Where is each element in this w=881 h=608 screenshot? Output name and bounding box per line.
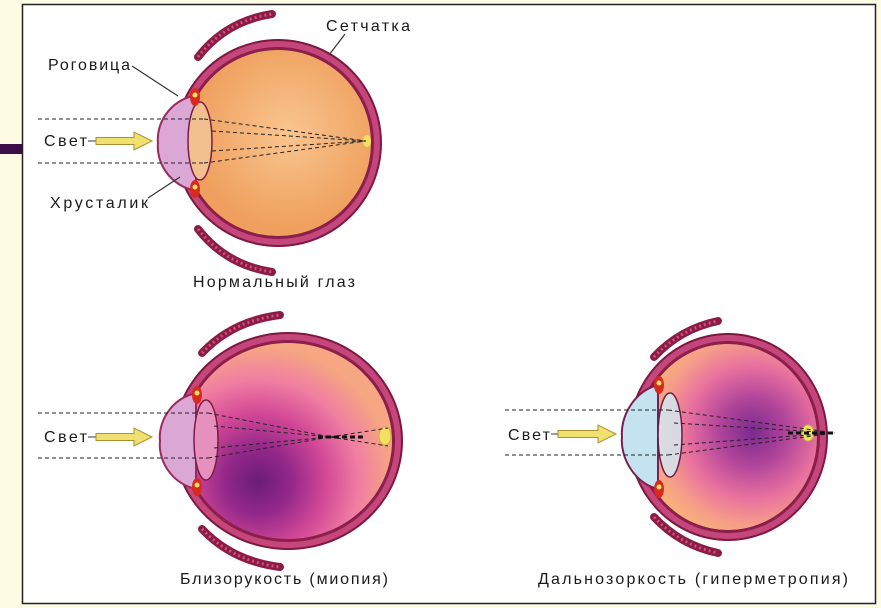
light-label-normal: Свет [44,133,88,150]
light-label-myopia: Свет [44,429,88,446]
iris-upper-highlight [195,391,200,396]
crystalline-lens [194,400,218,480]
iris-lower-highlight [657,485,662,490]
iris-lower-highlight [193,185,198,190]
lens-label: Хрусталик [50,195,149,212]
iris-upper-highlight [657,381,662,386]
vitreous-body [185,50,371,236]
crystalline-lens [188,102,212,180]
iris-lower-highlight [195,483,200,488]
iris-upper-highlight [193,93,198,98]
crystalline-lens [658,393,682,477]
light-label-hyperopia: Свет [508,427,551,444]
slide-bullet-bar [0,144,22,154]
myopia-caption: Близорукость (миопия) [180,571,388,588]
fovea [379,427,391,445]
cornea-label: Роговица [48,57,130,74]
